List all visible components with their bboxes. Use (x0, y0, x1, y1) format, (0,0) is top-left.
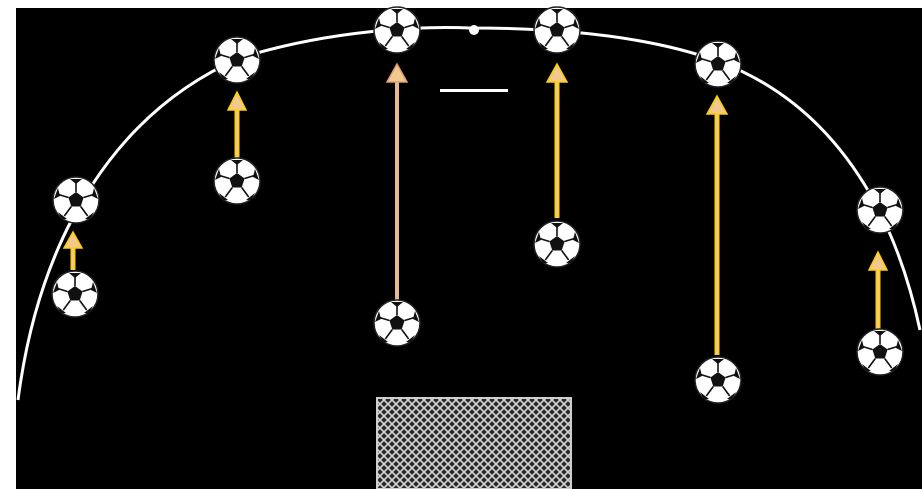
arrow-4 (545, 62, 569, 218)
ball-arc-1 (52, 176, 100, 224)
ball-arc-3 (373, 6, 421, 54)
arrow-6 (867, 250, 889, 330)
arc-spot (469, 25, 479, 35)
ball-start-6 (856, 328, 904, 376)
arrow-1 (62, 230, 84, 270)
arrow-5 (705, 94, 729, 355)
ball-arc-4 (533, 6, 581, 54)
arrow-2 (226, 90, 248, 158)
ball-start-2 (213, 157, 261, 205)
ball-start-5 (694, 356, 742, 404)
ball-arc-6 (856, 186, 904, 234)
ball-arc-2 (213, 36, 261, 84)
ball-start-3 (373, 299, 421, 347)
ball-start-4 (533, 220, 581, 268)
ball-arc-5 (694, 40, 742, 88)
goal-net (376, 397, 572, 489)
arrow-3 (385, 62, 409, 300)
ball-start-1 (51, 270, 99, 318)
center-line-mark (440, 89, 508, 92)
